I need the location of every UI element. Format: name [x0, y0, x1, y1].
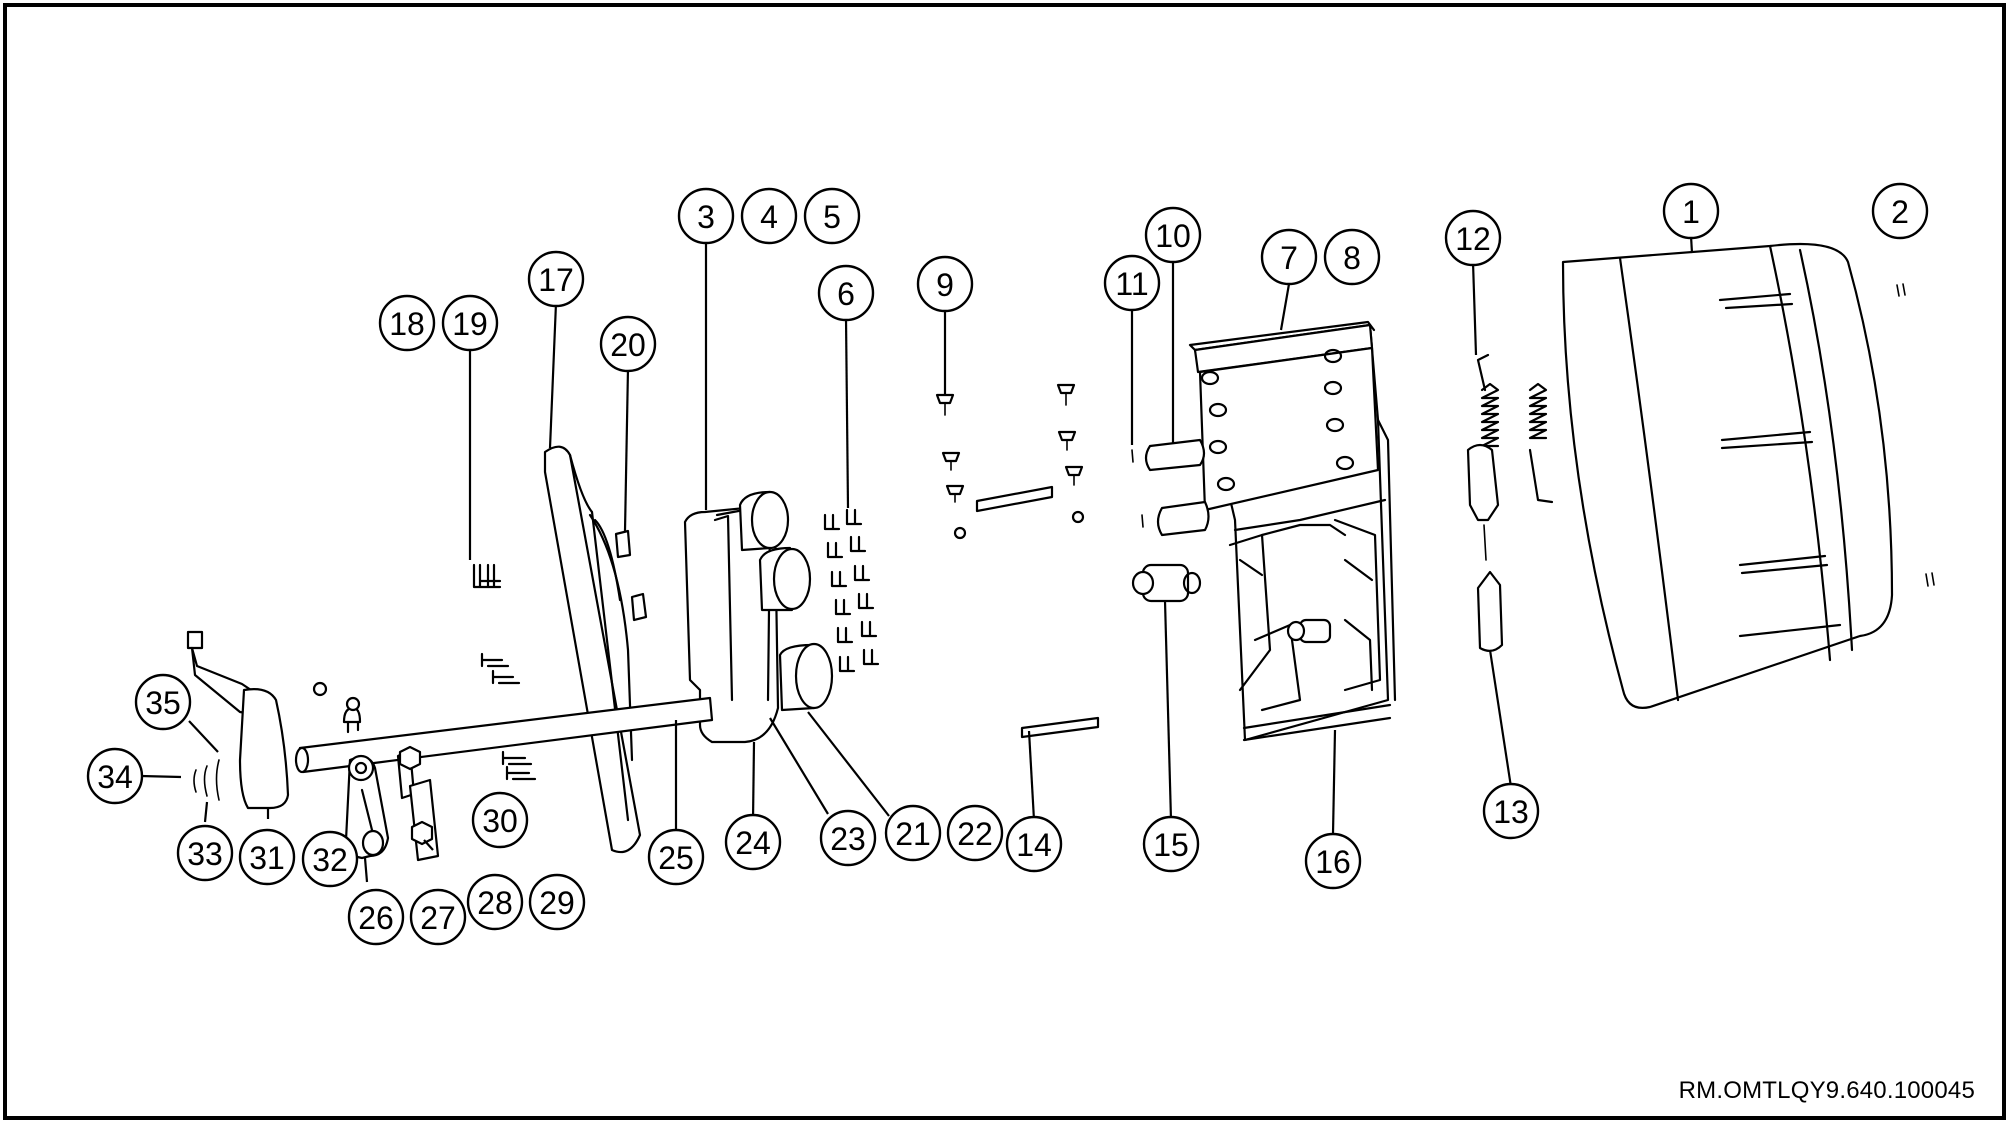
part-20-plugs [614, 529, 648, 622]
callout-18: 18 [378, 294, 436, 352]
callout-32: 32 [301, 830, 359, 888]
callout-label-16: 16 [1315, 844, 1351, 880]
callout-25: 25 [647, 828, 705, 886]
callout-label-20: 20 [610, 327, 646, 363]
part-12-springs [1476, 353, 1554, 504]
part-6-fasteners [823, 508, 880, 673]
callout-label-10: 10 [1155, 218, 1191, 254]
callout-21: 21 [884, 804, 942, 862]
callout-17: 17 [527, 250, 585, 308]
callout-label-7: 7 [1280, 240, 1298, 276]
callout-label-35: 35 [145, 685, 181, 721]
callout-33: 33 [176, 824, 234, 882]
part-10-pin [1144, 438, 1210, 537]
callout-label-33: 33 [187, 836, 223, 872]
callout-11: 11 [1103, 254, 1161, 312]
callout-label-28: 28 [477, 885, 513, 921]
callout-label-22: 22 [957, 816, 993, 852]
callout-label-5: 5 [823, 199, 841, 235]
callout-12: 12 [1444, 209, 1502, 267]
callout-14: 14 [1005, 815, 1063, 873]
callout-label-2: 2 [1891, 194, 1909, 230]
leader-lines [140, 235, 1694, 883]
callout-22: 22 [946, 804, 1004, 862]
callout-label-24: 24 [735, 825, 771, 861]
callout-4: 4 [740, 187, 798, 245]
callout-35: 35 [134, 673, 192, 731]
part-16-brake-shoe [1188, 320, 1397, 742]
callout-2: 2 [1871, 182, 1929, 240]
callout-label-18: 18 [389, 306, 425, 342]
callout-label-31: 31 [249, 840, 285, 876]
callout-26: 26 [347, 888, 405, 946]
callout-20: 20 [599, 315, 657, 373]
part-26-linkage [344, 754, 390, 860]
callout-23: 23 [819, 809, 877, 867]
callout-29: 29 [528, 873, 586, 931]
callout-label-13: 13 [1493, 794, 1529, 830]
part-11-marks [1131, 449, 1144, 528]
part-28-30-bracket [396, 745, 440, 862]
callout-label-34: 34 [97, 759, 133, 795]
part-2-marks [1896, 283, 1935, 587]
part-33-34-clips [193, 759, 220, 801]
callout-label-4: 4 [760, 199, 778, 235]
callout-label-26: 26 [358, 900, 394, 936]
callout-16: 16 [1304, 832, 1362, 890]
callout-3: 3 [677, 187, 735, 245]
callout-label-30: 30 [482, 803, 518, 839]
callout-label-25: 25 [658, 840, 694, 876]
callout-34: 34 [86, 747, 144, 805]
callout-7: 7 [1260, 228, 1318, 286]
callout-31: 31 [238, 828, 296, 886]
callout-label-8: 8 [1343, 240, 1361, 276]
part-13-adjuster [1466, 443, 1504, 652]
callout-19: 19 [441, 294, 499, 352]
callout-10: 10 [1144, 206, 1202, 264]
callout-label-19: 19 [452, 306, 488, 342]
part-1-brake-drum [1561, 242, 1894, 709]
callout-30: 30 [471, 791, 529, 849]
callout-24: 24 [724, 813, 782, 871]
part-9-bolts [935, 383, 1085, 540]
callout-label-32: 32 [312, 842, 348, 878]
callout-5: 5 [803, 187, 861, 245]
part-15-roller [1131, 563, 1202, 603]
callout-label-21: 21 [895, 816, 931, 852]
callout-label-6: 6 [837, 276, 855, 312]
part-21-caps [738, 490, 834, 712]
callout-label-27: 27 [420, 900, 456, 936]
callout-13: 13 [1482, 782, 1540, 840]
callout-label-3: 3 [697, 199, 715, 235]
callout-28: 28 [466, 873, 524, 931]
callout-label-14: 14 [1016, 827, 1052, 863]
callout-label-29: 29 [539, 885, 575, 921]
callout-label-15: 15 [1153, 827, 1189, 863]
callout-15: 15 [1142, 815, 1200, 873]
callout-27: 27 [409, 888, 467, 946]
callout-label-11: 11 [1115, 266, 1148, 302]
callout-label-1: 1 [1682, 194, 1700, 230]
part-31-cam [186, 630, 290, 810]
part-3-bracket [683, 504, 780, 744]
part-17-backing-plate [543, 445, 642, 854]
callout-label-23: 23 [830, 821, 866, 857]
reference-code: RM.OMTLQY9.640.100045 [1678, 1077, 1975, 1104]
callout-6: 6 [817, 264, 875, 322]
callout-9: 9 [916, 255, 974, 313]
callout-label-12: 12 [1455, 221, 1491, 257]
part-18-studs [472, 563, 537, 781]
part-14-clips [975, 485, 1100, 739]
callout-label-17: 17 [538, 262, 574, 298]
callout-1: 1 [1662, 182, 1720, 240]
callout-8: 8 [1323, 228, 1381, 286]
callout-label-9: 9 [936, 267, 954, 303]
